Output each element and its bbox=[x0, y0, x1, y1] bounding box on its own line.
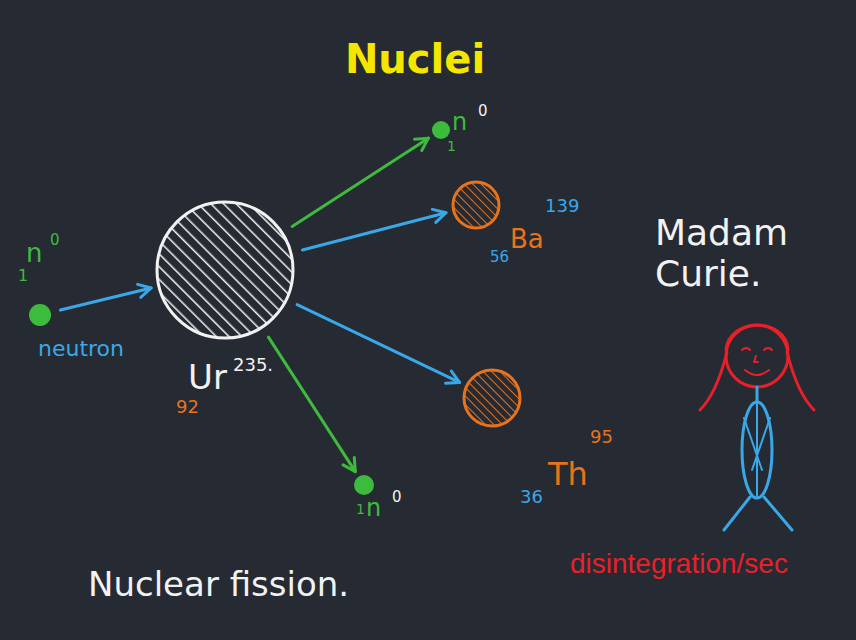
nuclide-symbol: 1 bbox=[356, 502, 365, 516]
nuclide-symbol: 139 bbox=[545, 197, 579, 215]
nucleus-circle: Ba13956 bbox=[451, 180, 501, 230]
nucleus-circle: Th9536 bbox=[462, 368, 522, 428]
nuclide-symbol: 95 bbox=[590, 428, 613, 446]
title: Nuclei bbox=[345, 36, 485, 82]
particle-shape bbox=[354, 475, 374, 495]
nuclide-symbol: n bbox=[26, 240, 42, 266]
nuclide-symbol: 36 bbox=[520, 488, 543, 506]
particle-shape bbox=[432, 121, 450, 139]
neutron-particle: 1n0neutron bbox=[29, 304, 51, 326]
nucleus-circle: Ur235.92 bbox=[155, 200, 295, 340]
reaction-arrow bbox=[302, 209, 446, 250]
nuclide-symbol: 0 bbox=[50, 233, 60, 248]
reaction-arrow bbox=[60, 284, 151, 310]
caption-note: Nuclear fission. bbox=[88, 565, 349, 604]
nuclide-symbol: 56 bbox=[490, 250, 509, 265]
madam-curie-figure bbox=[700, 325, 814, 530]
unit-note: disintegration/sec bbox=[570, 548, 788, 580]
nuclide-symbol: 0 bbox=[392, 490, 402, 505]
particle-shape bbox=[462, 368, 522, 428]
reaction-arrow bbox=[268, 337, 355, 471]
reaction-arrow bbox=[297, 305, 459, 384]
nuclide-symbol: Ba bbox=[510, 226, 544, 252]
reaction-arrow bbox=[292, 138, 428, 226]
nuclide-symbol: n bbox=[366, 496, 381, 520]
nuclide-symbol: 235. bbox=[233, 356, 273, 374]
neutron-particle: 1n0 bbox=[354, 475, 374, 495]
nuclide-symbol: 92 bbox=[176, 398, 199, 416]
particle-shape bbox=[29, 304, 51, 326]
nuclide-symbol: 1 bbox=[18, 268, 28, 284]
nuclide-symbol: Th bbox=[548, 458, 588, 490]
particle-shape bbox=[155, 200, 295, 340]
nuclide-symbol: Ur bbox=[188, 360, 227, 394]
nuclide-symbol: n bbox=[452, 110, 467, 134]
nuclide-symbol: 1 bbox=[447, 139, 456, 153]
figure-name: Madam Curie. bbox=[655, 212, 845, 295]
particle-shape bbox=[451, 180, 501, 230]
neutron-particle: 1n0 bbox=[432, 121, 450, 139]
particle-name: neutron bbox=[38, 338, 124, 360]
nuclide-symbol: 0 bbox=[478, 104, 488, 119]
